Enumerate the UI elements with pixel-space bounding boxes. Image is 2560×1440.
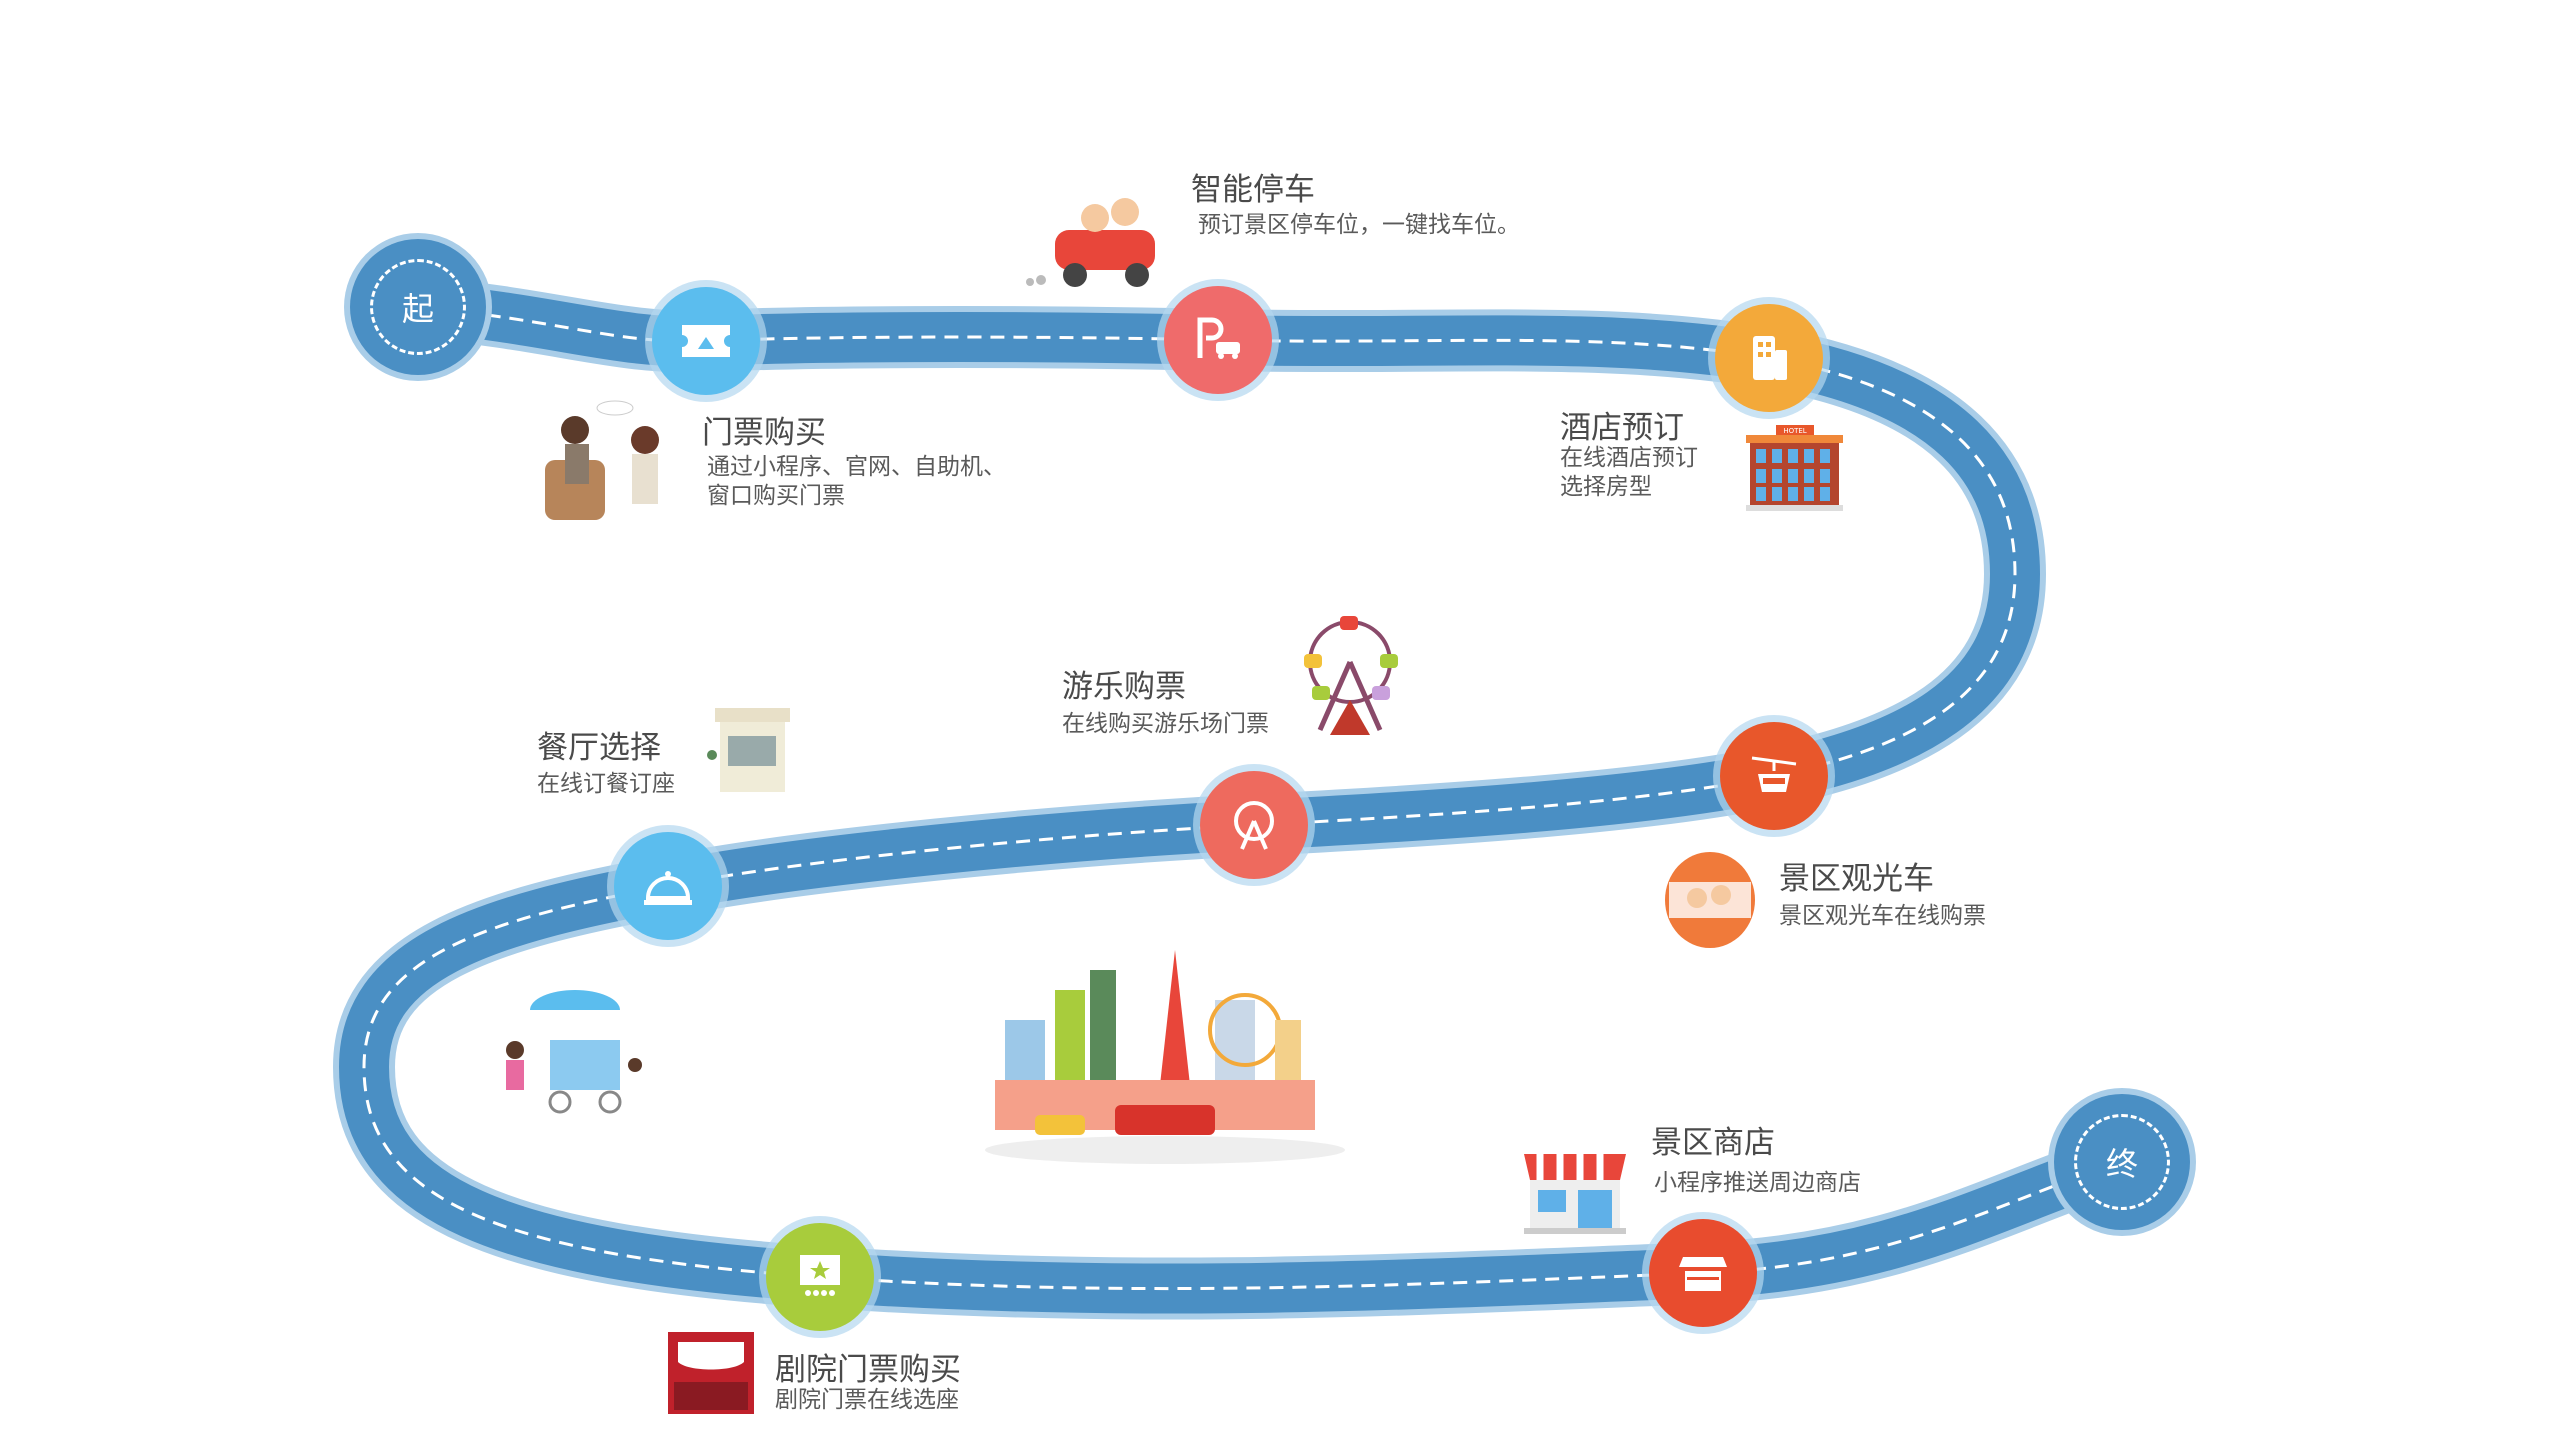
end-label: 终 bbox=[2074, 1114, 2170, 1210]
start-label: 起 bbox=[370, 259, 466, 355]
theater-desc: 剧院门票在线选座 bbox=[775, 1387, 959, 1413]
cable-title: 景区观光车 bbox=[1779, 861, 1934, 897]
parking-icon bbox=[1197, 317, 1240, 359]
theater-illustration bbox=[668, 1332, 754, 1414]
ferris-wheel-icon bbox=[1234, 801, 1274, 850]
ferris-wheel-illustration bbox=[1304, 616, 1398, 735]
hotel-illustration: HOTEL bbox=[1746, 425, 1843, 511]
end-marker: 终 bbox=[2054, 1094, 2190, 1230]
parking-desc: 预订景区停车位，一键找车位。 bbox=[1198, 212, 1520, 238]
shop-node[interactable] bbox=[1649, 1219, 1757, 1327]
building-icon bbox=[1753, 336, 1787, 380]
amusement-title: 游乐购票 bbox=[1062, 669, 1186, 705]
cable-car-node[interactable] bbox=[1720, 722, 1828, 830]
cable-car-icon bbox=[1751, 756, 1797, 792]
theater-icon bbox=[800, 1255, 840, 1296]
ticket-title: 门票购买 bbox=[702, 415, 826, 451]
parking-node[interactable] bbox=[1164, 286, 1272, 394]
parking-title: 智能停车 bbox=[1191, 172, 1315, 208]
ticket-desc-1: 通过小程序、官网、自助机、 bbox=[707, 454, 1006, 480]
cloche-icon bbox=[644, 871, 692, 905]
shop-desc: 小程序推送周边商店 bbox=[1654, 1170, 1861, 1196]
amusement-node[interactable] bbox=[1200, 771, 1308, 879]
ticket-desc-2: 窗口购买门票 bbox=[707, 483, 845, 509]
family-cart-illustration bbox=[506, 990, 642, 1114]
cable-desc: 景区观光车在线购票 bbox=[1779, 903, 1986, 929]
amusement-desc: 在线购买游乐场门票 bbox=[1062, 711, 1269, 737]
theater-title: 剧院门票购买 bbox=[775, 1352, 961, 1388]
restaurant-desc: 在线订餐订座 bbox=[537, 771, 675, 797]
cable-car-illustration bbox=[1665, 852, 1755, 948]
city-illustration bbox=[985, 950, 1345, 1164]
shop-illustration bbox=[1524, 1154, 1626, 1234]
hotel-sign: HOTEL bbox=[1783, 427, 1806, 435]
restaurant-illustration bbox=[707, 708, 790, 792]
hotel-desc-2: 选择房型 bbox=[1560, 474, 1652, 500]
restaurant-title: 餐厅选择 bbox=[537, 730, 661, 766]
couple-illustration bbox=[545, 400, 659, 520]
ticket-node[interactable] bbox=[652, 287, 760, 395]
theater-node[interactable] bbox=[766, 1223, 874, 1331]
hotel-title: 酒店预订 bbox=[1560, 410, 1684, 446]
shop-icon bbox=[1679, 1257, 1727, 1291]
restaurant-node[interactable] bbox=[614, 832, 722, 940]
family-car-illustration bbox=[1026, 198, 1155, 287]
start-marker: 起 bbox=[350, 239, 486, 375]
shop-title: 景区商店 bbox=[1651, 1125, 1775, 1161]
hotel-desc-1: 在线酒店预订 bbox=[1560, 445, 1698, 471]
ticket-icon bbox=[682, 325, 730, 357]
hotel-node[interactable] bbox=[1715, 304, 1823, 412]
